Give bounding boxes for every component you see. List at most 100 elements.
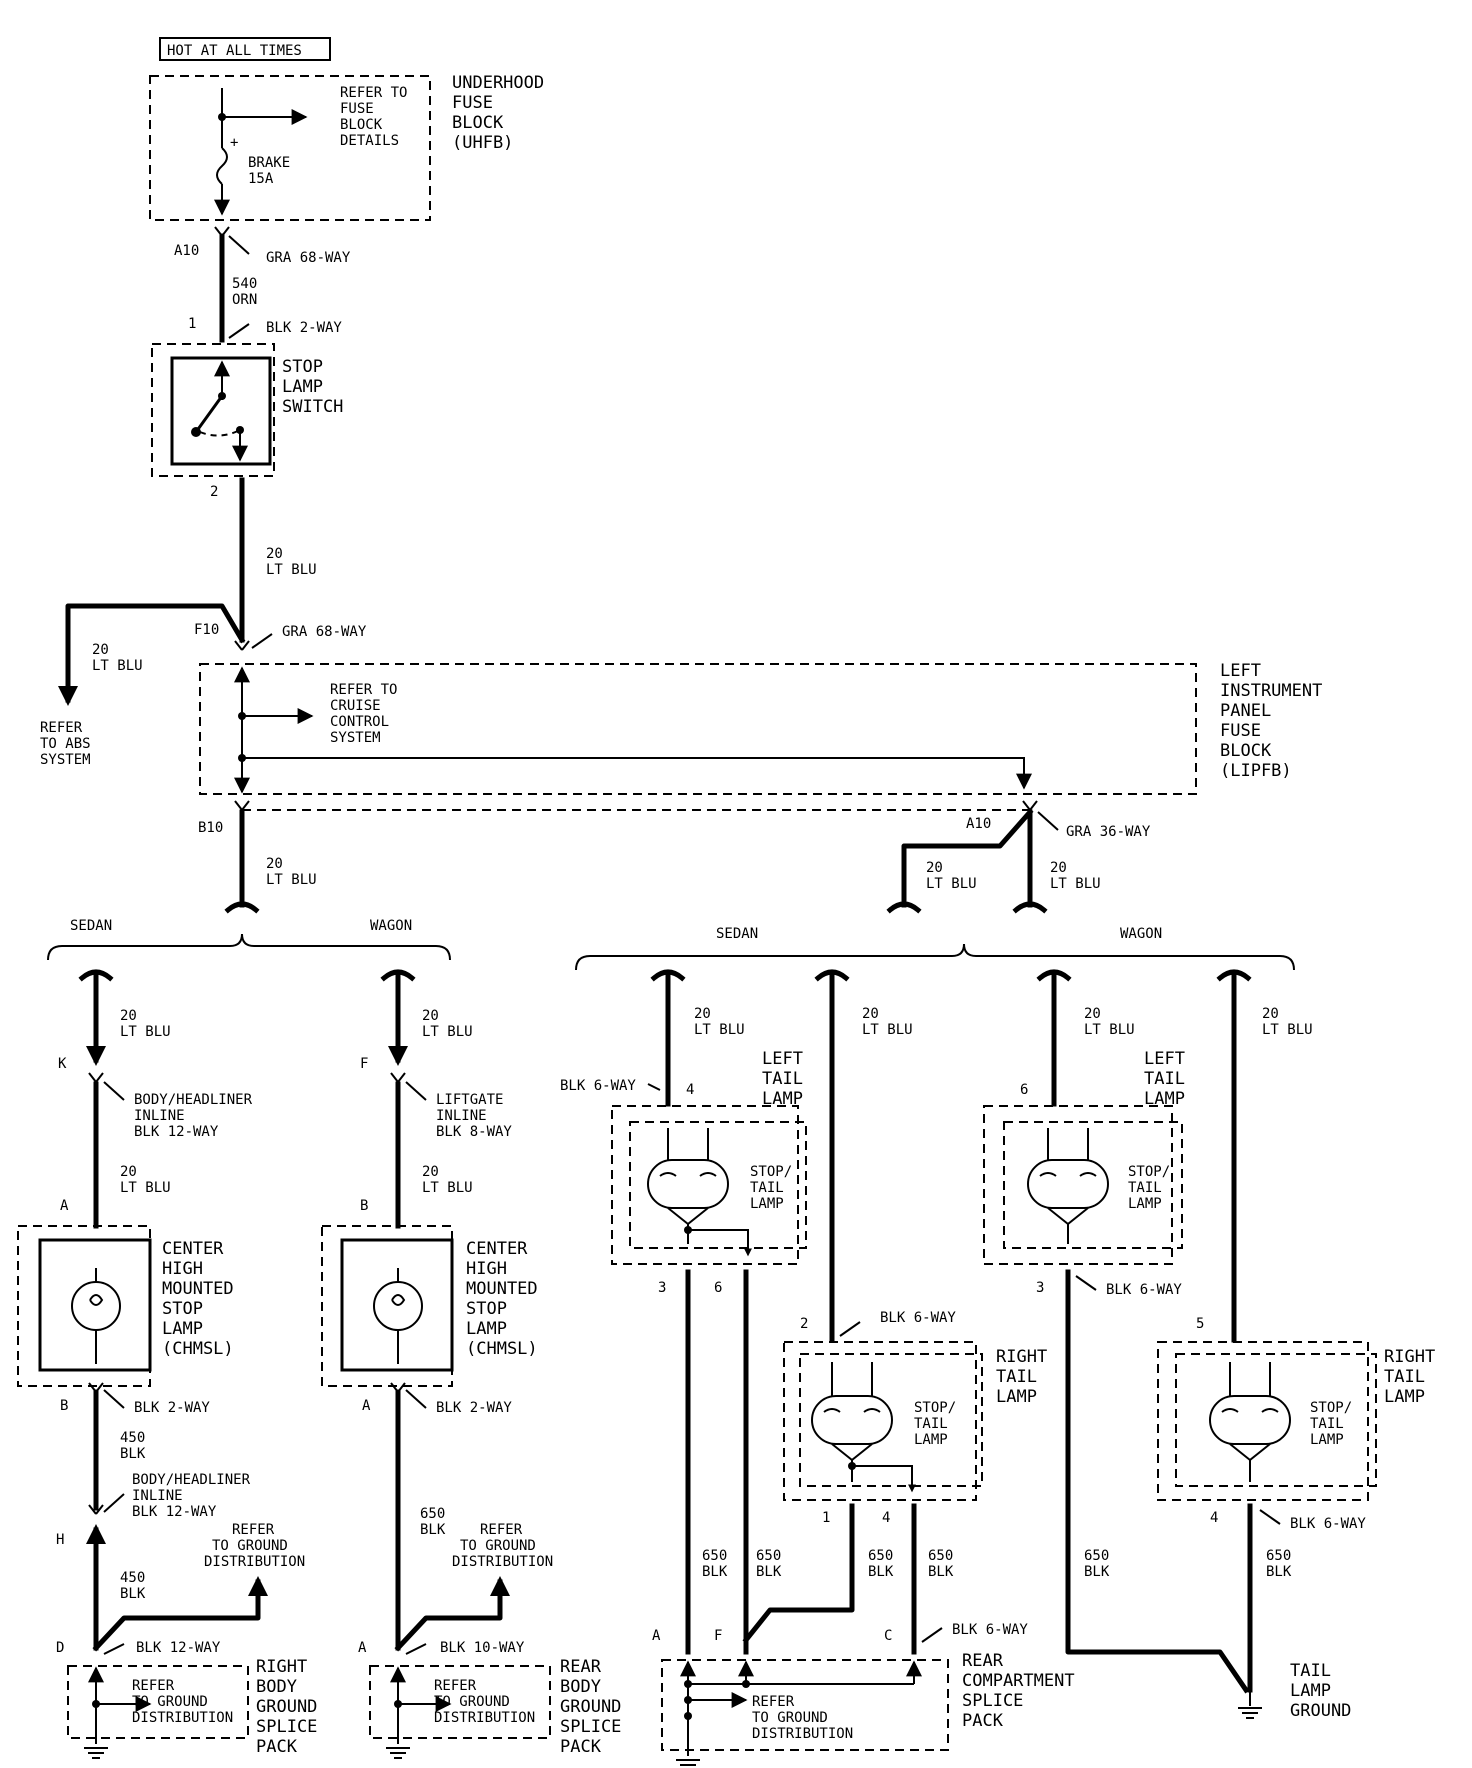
- lipfb-title-line5: BLOCK: [1220, 741, 1272, 761]
- ground-dist-1-line3: DISTRIBUTION: [204, 1554, 305, 1570]
- wire-wagon-lt-gauge: 20: [1084, 1006, 1101, 1022]
- uhfb-refer-line1: REFER TO: [340, 85, 407, 101]
- uhfb-title-line3: BLOCK: [452, 113, 504, 133]
- connector-blk6-wagon-rt: BLK 6-WAY: [1290, 1516, 1366, 1532]
- chmsl-left-line3: MOUNTED: [162, 1279, 234, 1299]
- wire-650-b-color: BLK: [756, 1564, 782, 1580]
- ground-symbol-icon: [386, 1747, 410, 1759]
- fuse-plus: +: [230, 135, 238, 151]
- uhfb-title-line1: UNDERHOOD: [452, 73, 544, 93]
- rear-bg-title-line5: PACK: [560, 1737, 602, 1757]
- left-tail-line1: LEFT: [762, 1049, 803, 1069]
- wire-650-f-color: BLK: [1266, 1564, 1292, 1580]
- pin-2: 2: [210, 484, 218, 500]
- stop-tail-lt-line3: LAMP: [750, 1196, 784, 1212]
- wire-540-num: 540: [232, 276, 257, 292]
- rear-bg-refer-line1: REFER: [434, 1678, 477, 1694]
- rbg-title-line5: PACK: [256, 1737, 298, 1757]
- left-sedan-chmsl-circuit: 20 LT BLU K BODY/HEADLINER INLINE BLK 12…: [17, 969, 317, 1759]
- right-tail-line3: LAMP: [996, 1387, 1037, 1407]
- body-inline-2-line2: INLINE: [132, 1488, 183, 1504]
- wire-wagon-chmsl2-color: LT BLU: [422, 1180, 473, 1196]
- wire-wagon-lt-color: LT BLU: [1084, 1022, 1135, 1038]
- chmsl-left-line4: STOP: [162, 1299, 203, 1319]
- brace-right: SEDAN WAGON: [575, 926, 1295, 971]
- wire-650-e-gauge: 650: [1084, 1548, 1109, 1564]
- group-wagon-left: WAGON: [370, 918, 412, 934]
- rcsp-title-line3: SPLICE: [962, 1691, 1023, 1711]
- wire-450-color: BLK: [120, 1446, 146, 1462]
- ground-symbol-icon: [1238, 1707, 1262, 1719]
- wire-b10-gauge: 20: [266, 856, 283, 872]
- uhfb-refer-line2: FUSE: [340, 101, 374, 117]
- pin-lt6: 6: [714, 1280, 722, 1296]
- left-tail-line2: TAIL: [762, 1069, 803, 1089]
- rcsp-refer-line1: REFER: [752, 1694, 795, 1710]
- hot-at-all-times-label: HOT AT ALL TIMES: [159, 37, 331, 61]
- left-tail-line3: LAMP: [762, 1089, 803, 1109]
- chmsl-left-line1: CENTER: [162, 1239, 224, 1259]
- wagon-tail-lamp-circuit: 20 LT BLU 6 LEFT TAIL LAMP STOP/ TAIL LA…: [983, 969, 1435, 1721]
- wire-650-wagon-color: BLK: [420, 1522, 446, 1538]
- pin-rt1: 1: [822, 1510, 830, 1526]
- wire-sedan-chmsl2-color: LT BLU: [120, 1180, 171, 1196]
- pin-rt2: 2: [800, 1316, 808, 1332]
- connector-blk2-chmsl-left: BLK 2-WAY: [134, 1400, 210, 1416]
- abs-refer-line2: TO ABS: [40, 736, 91, 752]
- stop-tail-wrt-line1: STOP/: [1310, 1400, 1352, 1416]
- ground-dist-2-line2: TO GROUND: [460, 1538, 536, 1554]
- wire-abs-color: LT BLU: [92, 658, 143, 674]
- pin-a-right: A: [362, 1398, 371, 1414]
- rbg-title-line4: SPLICE: [256, 1717, 317, 1737]
- group-sedan-left: SEDAN: [70, 918, 112, 934]
- body-inline-1-line2: INLINE: [134, 1108, 185, 1124]
- lipfb-refer-line4: SYSTEM: [330, 730, 381, 746]
- connector-blk6-splice: BLK 6-WAY: [952, 1622, 1028, 1638]
- wire-wagon-chmsl-color: LT BLU: [422, 1024, 473, 1040]
- abs-refer-line3: SYSTEM: [40, 752, 91, 768]
- wagon-right-tail-line2: TAIL: [1384, 1367, 1425, 1387]
- connector-gra68-mid: GRA 68-WAY: [282, 624, 367, 640]
- wire-sedan-chmsl-color: LT BLU: [120, 1024, 171, 1040]
- rbg-refer-line3: DISTRIBUTION: [132, 1710, 233, 1726]
- wagon-right-tail-line1: RIGHT: [1384, 1347, 1435, 1367]
- ground-dist-2-line1: REFER: [480, 1522, 523, 1538]
- body-inline-1-line3: BLK 12-WAY: [134, 1124, 219, 1140]
- body-inline-2-line3: BLK 12-WAY: [132, 1504, 217, 1520]
- pin-wlt6: 6: [1020, 1082, 1028, 1098]
- wire-450b-gauge: 450: [120, 1570, 145, 1586]
- stop-tail-wrt-line3: LAMP: [1310, 1432, 1344, 1448]
- wire-sedan-rt-color: LT BLU: [862, 1022, 913, 1038]
- pin-f10: F10: [194, 622, 219, 638]
- sedan-tail-lamp-circuit: 20 LT BLU BLK 6-WAY 4 LEFT TAIL LAMP STO…: [560, 969, 1075, 1766]
- ground-dist-2-line3: DISTRIBUTION: [452, 1554, 553, 1570]
- dual-bulb-icon: [1027, 1159, 1109, 1209]
- group-sedan-right: SEDAN: [716, 926, 758, 942]
- chmsl-left-line5: LAMP: [162, 1319, 203, 1339]
- wire-abs-branch: [58, 603, 246, 706]
- chmsl-right-line1: CENTER: [466, 1239, 528, 1259]
- rear-bg-title-line4: SPLICE: [560, 1717, 621, 1737]
- pin-1: 1: [188, 316, 196, 332]
- connector-blk10-ground: BLK 10-WAY: [440, 1640, 525, 1656]
- rcsp-title-line2: COMPARTMENT: [962, 1671, 1075, 1691]
- abs-refer-line1: REFER: [40, 720, 83, 736]
- chmsl-left-line6: (CHMSL): [162, 1339, 234, 1359]
- connector-gra68-top: GRA 68-WAY: [266, 250, 351, 266]
- rear-bg-refer-line2: TO GROUND: [434, 1694, 510, 1710]
- pin-d: D: [56, 1640, 64, 1656]
- wire-sedan-chmsl-gauge: 20: [120, 1008, 137, 1024]
- tail-ground-line2: LAMP: [1290, 1681, 1331, 1701]
- switch-title-line3: SWITCH: [282, 397, 343, 417]
- rear-bg-title-line3: GROUND: [560, 1697, 621, 1717]
- switch-contact-icon: [193, 393, 225, 435]
- brake-fuse-icon: [216, 147, 228, 185]
- chmsl-right-line5: LAMP: [466, 1319, 507, 1339]
- stop-tail-wlt-line3: LAMP: [1128, 1196, 1162, 1212]
- group-wagon-right: WAGON: [1120, 926, 1162, 942]
- tail-ground-line1: TAIL: [1290, 1661, 1331, 1681]
- pin-h: H: [56, 1532, 64, 1548]
- wire-650-f-gauge: 650: [1266, 1548, 1291, 1564]
- uhfb-title-line2: FUSE: [452, 93, 493, 113]
- pin-a-ground: A: [358, 1640, 367, 1656]
